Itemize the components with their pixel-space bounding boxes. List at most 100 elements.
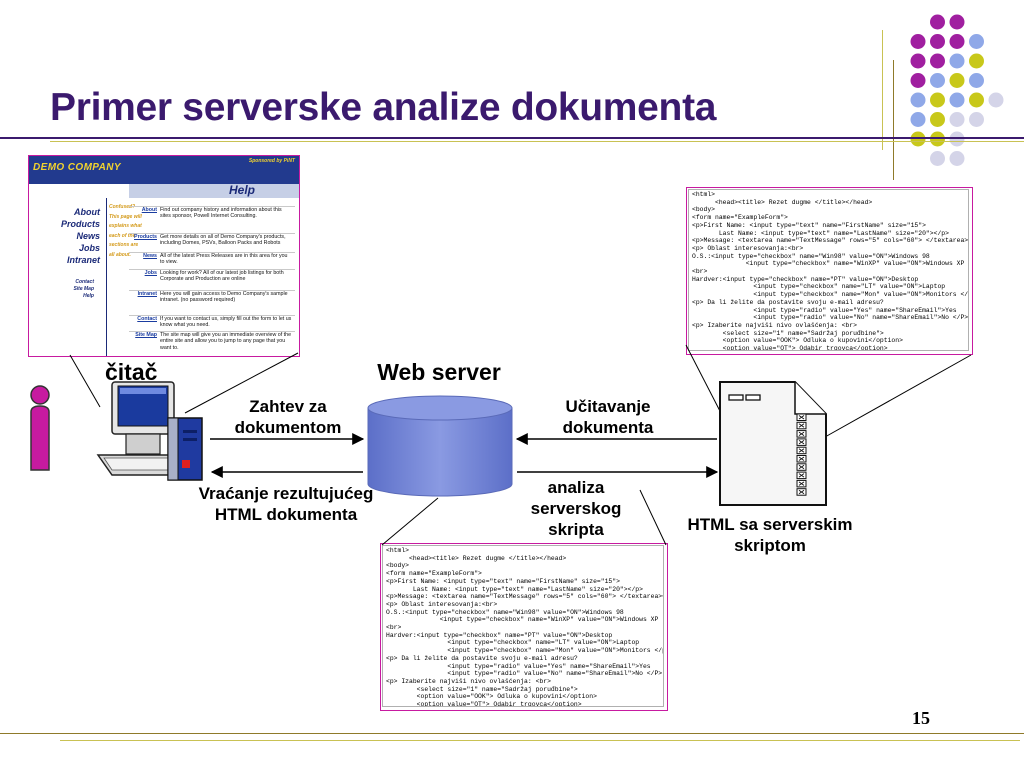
help-row-text: If you want to contact us, simply fill o… — [160, 316, 292, 329]
code-line: <p> Izaberite najviši nivo ovlašćenja: <… — [692, 321, 857, 329]
code-line: Hardver:<input type="checkbox" name="PT"… — [692, 275, 919, 283]
code-line: <p> Da li želite da postavite svoju e-ma… — [692, 298, 884, 306]
server-cylinder-icon — [367, 395, 513, 497]
server-label: Web server — [377, 359, 501, 385]
browser-divider — [106, 198, 107, 356]
footer-line-accent — [60, 740, 1020, 741]
document-mark-cross — [798, 464, 805, 470]
code-line: <br> — [692, 268, 708, 276]
decorative-dot — [930, 73, 945, 88]
code-line: <input type="radio" value="No" name="Sha… — [692, 314, 969, 322]
decorative-dot — [930, 131, 945, 147]
decorative-vline — [893, 60, 894, 180]
code-line: <input type="checkbox" name="WinXP" valu… — [692, 260, 965, 268]
code-line: <select size="1" name="Sadržaj poruđbine… — [386, 685, 578, 693]
document-mark-cross — [798, 431, 805, 436]
decorative-dot — [930, 14, 945, 30]
help-row-text: Get more details on all of Demo Company'… — [160, 234, 286, 247]
help-row-link[interactable]: Jobs — [144, 270, 157, 276]
computer-icon — [96, 381, 203, 481]
nav-contact[interactable]: Contact — [75, 279, 94, 285]
document-mark-cross — [798, 473, 805, 478]
browser-logo: DEMO COMPANY — [33, 162, 121, 173]
code-line: <input type="radio" value="Yes" name="Sh… — [692, 306, 957, 314]
nav-about[interactable]: About — [74, 207, 100, 217]
decorative-dot — [949, 151, 965, 166]
nav-intranet[interactable]: Intranet — [66, 255, 100, 265]
callout-line — [639, 489, 667, 546]
title-underline-accent — [50, 141, 1024, 142]
code-line: <select size="1" name="Sadržaj poruđbine… — [692, 329, 884, 337]
code-line: <form name="ExampleForm"> — [386, 570, 482, 578]
code-line: <p>First Name: <input type="text" name="… — [386, 577, 620, 585]
decorative-dot — [910, 73, 926, 88]
help-row-link[interactable]: Intranet — [137, 291, 157, 297]
document-mark-cross — [798, 448, 805, 453]
document-mark-cross — [798, 489, 805, 495]
decorative-dot — [910, 34, 926, 49]
code-line: Hardver:<input type="checkbox" name="PT"… — [386, 631, 613, 639]
html-server-script-label: HTML sa serverskim skriptom — [687, 515, 853, 555]
code-line: <input type="checkbox" name="LT" value="… — [692, 283, 946, 291]
code-line: <body> — [386, 562, 410, 570]
help-row-link[interactable]: Contact — [137, 316, 157, 322]
decorative-dot — [969, 73, 984, 88]
code-line: <html> — [386, 547, 410, 554]
document-mark-cross — [798, 440, 805, 445]
decorative-dot-grid — [910, 14, 1004, 166]
person-icon — [30, 385, 50, 471]
analysis-label: analiza serverskog skripta — [530, 478, 622, 539]
help-row-text: Looking for work? All of our latest job … — [160, 270, 284, 283]
document-mark-cross — [798, 481, 805, 486]
decorative-dot — [949, 112, 965, 127]
help-row-link[interactable]: About — [141, 207, 157, 213]
decorative-dot — [949, 92, 965, 108]
code-line: <p> Oblast interesovanja:<br> — [692, 244, 804, 252]
code-line: <option value="OOK"> Odluka o kupovini</… — [386, 693, 597, 701]
code-line: O.S.:<input type="checkbox" name="Win98"… — [692, 252, 930, 260]
decorative-dot — [949, 53, 965, 69]
document-mark-cross — [798, 423, 805, 428]
nav-jobs[interactable]: Jobs — [78, 243, 100, 253]
page-number: 15 — [912, 708, 930, 728]
decorative-dot — [949, 73, 965, 88]
help-row-link[interactable]: News — [143, 253, 157, 259]
browser-sponsor: Sponsored by PiNT — [248, 158, 295, 164]
code-line: <p> Da li želite da postavite svoju e-ma… — [386, 654, 578, 662]
page-title: Primer serverske analize dokumenta — [50, 86, 717, 129]
title-underline — [0, 137, 1024, 139]
return-label: Vraćanje rezultujućeg HTML dokumenta — [198, 484, 374, 524]
decorative-dot — [930, 34, 945, 49]
code-line: <input type="radio" value="Yes" name="Sh… — [386, 662, 651, 670]
decorative-dot — [949, 131, 965, 147]
help-row-link[interactable]: Site Map — [135, 332, 157, 338]
load-label: Učitavanje dokumenta — [562, 397, 654, 437]
decorative-dot — [930, 151, 945, 166]
code-line: <input type="checkbox" name="WinXP" valu… — [386, 616, 659, 624]
code-line: <option value="OT"> Odabir trgovca</opti… — [692, 345, 888, 351]
nav-help[interactable]: Help — [83, 293, 94, 299]
help-row-text: All of the latest Press Releases are in … — [160, 253, 288, 266]
decorative-dot — [910, 92, 926, 108]
callout-line — [381, 497, 439, 546]
decorative-dot — [969, 92, 984, 108]
help-row-link[interactable]: Products — [134, 234, 157, 240]
code-line: Last Name: <input type="text" name="Last… — [386, 585, 643, 593]
help-row-text: Here you will gain access to Demo Compan… — [160, 291, 288, 304]
nav-site-map[interactable]: Site Map — [73, 286, 94, 292]
code-line: <input type="radio" value="No" name="Sha… — [386, 670, 663, 678]
decorative-dot — [949, 34, 965, 49]
nav-news[interactable]: News — [76, 231, 100, 241]
code-line: <body> — [692, 206, 716, 214]
decorative-dot — [910, 53, 926, 69]
code-panel-bottom: <html> <head><title> Rezet dugme </title… — [382, 545, 664, 707]
decorative-vline — [882, 30, 883, 150]
callout-line — [69, 354, 101, 408]
code-line: <option value="OOK"> Odluka o kupovini</… — [692, 337, 903, 345]
nav-products[interactable]: Products — [60, 219, 100, 229]
footer-line — [0, 733, 1024, 734]
